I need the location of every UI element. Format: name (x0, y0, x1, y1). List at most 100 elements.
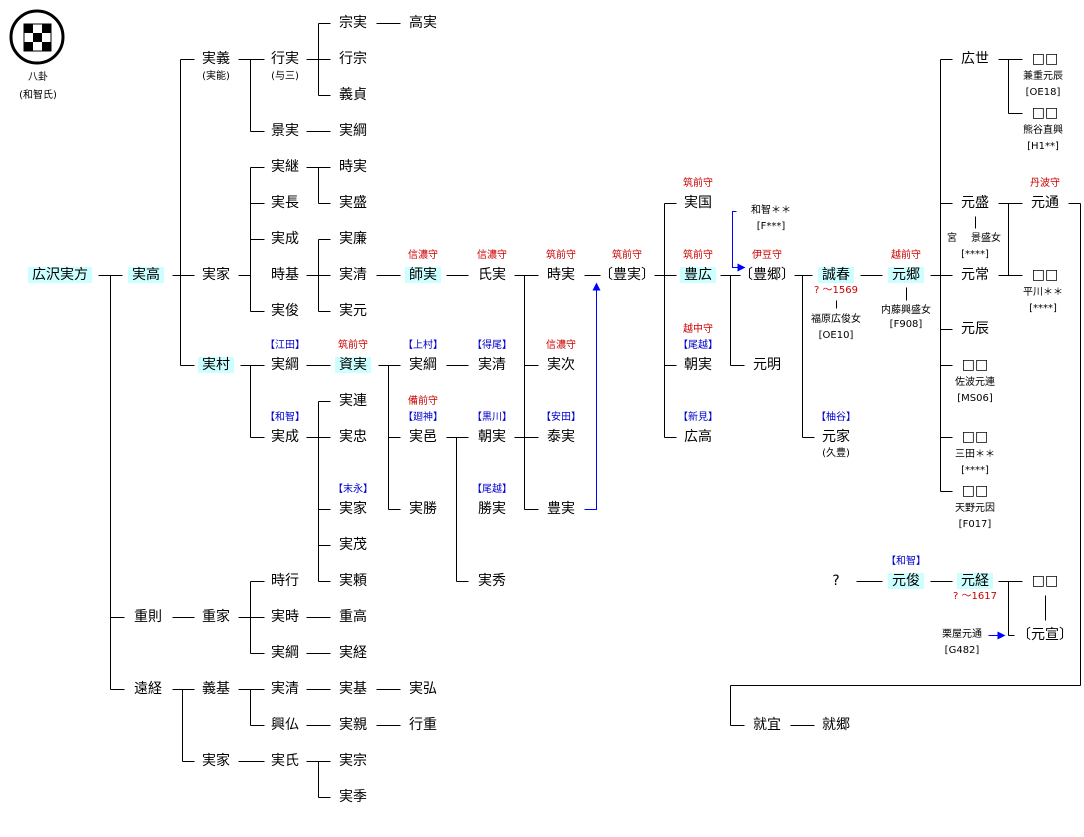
person-katsuzane: 勝実 (478, 501, 506, 517)
person-motoie: 元家 (822, 429, 850, 445)
person-motosato: 元郷 (888, 267, 924, 283)
person-sq-f-code: [F017] (958, 519, 992, 530)
title-label-chikuzen-b: 筑前守 (546, 250, 576, 261)
person-sanetsura: 実連 (339, 393, 367, 409)
title-label-echigo: 越中守 (683, 324, 713, 335)
person-saneyoshi-alt: (実能) (202, 71, 230, 82)
person-sanetsuna-c: 実綱 (409, 357, 437, 373)
person-sanetsuna-d: 実綱 (271, 645, 299, 661)
person-hirotaka: 広高 (684, 429, 712, 445)
person-sanekado: 実廉 (339, 231, 367, 247)
person-sq-g: □□ (1031, 573, 1059, 589)
person-sukezane: 資実 (335, 357, 371, 373)
person-ujizane: 氏実 (478, 267, 506, 283)
person-yoshimoto: 義基 (202, 681, 230, 697)
person-motomori-wife-code: [****] (961, 249, 989, 260)
person-kuriya-code: [G482] (944, 645, 980, 656)
crest-name: 八卦 (28, 72, 48, 83)
person-sanekiyo-b: 実清 (478, 357, 506, 373)
person-kunizane: 実国 (684, 195, 712, 211)
person-sanemoto: 実元 (339, 303, 367, 319)
person-sanehide: 実秀 (478, 573, 506, 589)
person-tomozane: 朝実 (478, 429, 506, 445)
person-saneie-b: 実家 (339, 501, 367, 517)
person-motomori-wife-b: 景盛女 (971, 233, 1001, 244)
person-tokiyuki: 時行 (271, 573, 299, 589)
person-masaharu-wife-code: [OE10] (818, 330, 854, 341)
title-label-shinano-a: 信濃守 (408, 250, 438, 261)
person-masaharu: 誠春 (818, 267, 854, 283)
person-sanetsugu-b: 実次 (547, 357, 575, 373)
person-yasuzane: 泰実 (547, 429, 575, 445)
person-sanemune: 実宗 (339, 753, 367, 769)
person-saneie-c: 実家 (202, 753, 230, 769)
person-kōbutsu: 興仏 (271, 717, 299, 733)
title-label-shinano-b: 信濃守 (477, 250, 507, 261)
person-motomori-wife-a: 宮 (947, 233, 957, 244)
person-sanesue: 実季 (339, 789, 367, 805)
person-sanemura: 実村 (198, 357, 234, 373)
branch-label-okoshi-b: 【尾越】 (678, 340, 718, 351)
person-motosato-b-child: 元常 (961, 267, 989, 283)
person-sanemoto-b: 実基 (339, 681, 367, 697)
person-sq-c-code: [****] (1029, 303, 1057, 314)
person-hiroyo: 広世 (961, 51, 989, 67)
title-label-shinano-c: 信濃守 (546, 340, 576, 351)
person-yukishige: 行重 (409, 717, 437, 733)
branch-label-sakogami: 【廻神】 (403, 412, 443, 423)
person-mototsune-b: 元経 (957, 573, 993, 589)
person-mototsu: 元通 (1031, 195, 1059, 211)
branch-label-yuzutani: 【柚谷】 (816, 412, 856, 423)
person-morozane: 師実 (405, 267, 441, 283)
title-label-izu: 伊豆守 (752, 250, 782, 261)
person-naritaka: 就宜 (753, 717, 781, 733)
person-tokizane-a: 時実 (339, 159, 367, 175)
person-sanehiro: 実弘 (409, 681, 437, 697)
person-motoaki: 元明 (753, 357, 781, 373)
person-kuriya: 栗屋元通 (942, 629, 982, 640)
crest-clan: (和智氏) (19, 90, 57, 101)
person-sq-c: □□ (1031, 267, 1059, 283)
person-motosato-wife: 内藤興盛女 (881, 305, 931, 316)
person-sanetsuna-a: 実綱 (339, 123, 367, 139)
person-sq-b-code: [H1**] (1027, 141, 1059, 152)
adoption-arrow (584, 282, 601, 510)
branch-label-okoshi-a: 【尾越】 (472, 484, 512, 495)
person-motoie-alt: (久豊) (822, 448, 850, 459)
person-motosato-wife-code: [F908] (889, 319, 923, 330)
person-sq-c-wife: 平川＊＊ (1023, 287, 1063, 298)
person-sanetsuna-b: 実綱 (271, 357, 299, 373)
person-sq-f: □□ (961, 483, 989, 499)
person-masaharu-wife: 福原広俊女 (811, 314, 861, 325)
person-sanetada: 実忠 (339, 429, 367, 445)
person-motomori: 元盛 (961, 195, 989, 211)
person-sq-a-wife: 兼重元辰 (1023, 71, 1063, 82)
person-sq-b-wife: 熊谷直興 (1023, 125, 1063, 136)
person-mototoshi: 元俊 (888, 573, 924, 589)
person-saneuji: 実氏 (271, 753, 299, 769)
person-tokizane-b: 時実 (547, 267, 575, 283)
person-sanetoshi: 実俊 (271, 303, 299, 319)
person-sanemori: 実盛 (339, 195, 367, 211)
title-label-chikuzen-d: 筑前守 (683, 178, 713, 189)
person-toyozane-b: 〔豊実〕 (599, 267, 655, 283)
person-sanenari-b: 実成 (271, 429, 299, 445)
title-label-chikuzen-c: 筑前守 (612, 250, 642, 261)
person-sq-d-wife: 佐波元連 (955, 377, 995, 388)
title-label-echizen: 越前守 (891, 250, 921, 261)
person-sq-e: □□ (961, 429, 989, 445)
person-motodatsu: 元辰 (961, 321, 989, 337)
branch-label-wachi-b: 【和智】 (886, 556, 926, 567)
person-saneie-a: 実家 (202, 267, 230, 283)
branch-label-etou: 【得尾】 (472, 340, 512, 351)
person-sanetsune: 実経 (339, 645, 367, 661)
person-kagezane: 景実 (271, 123, 299, 139)
person-munezane: 宗実 (339, 15, 367, 31)
person-toyosato: 〔豊郷〕 (739, 267, 795, 283)
person-tomozane-b: 朝実 (684, 357, 712, 373)
person-wachi-code: [F***] (756, 221, 786, 232)
person-saneyu: 実邑 (409, 429, 437, 445)
person-sq-b: □□ (1031, 105, 1059, 121)
person-sanenari-a: 実成 (271, 231, 299, 247)
